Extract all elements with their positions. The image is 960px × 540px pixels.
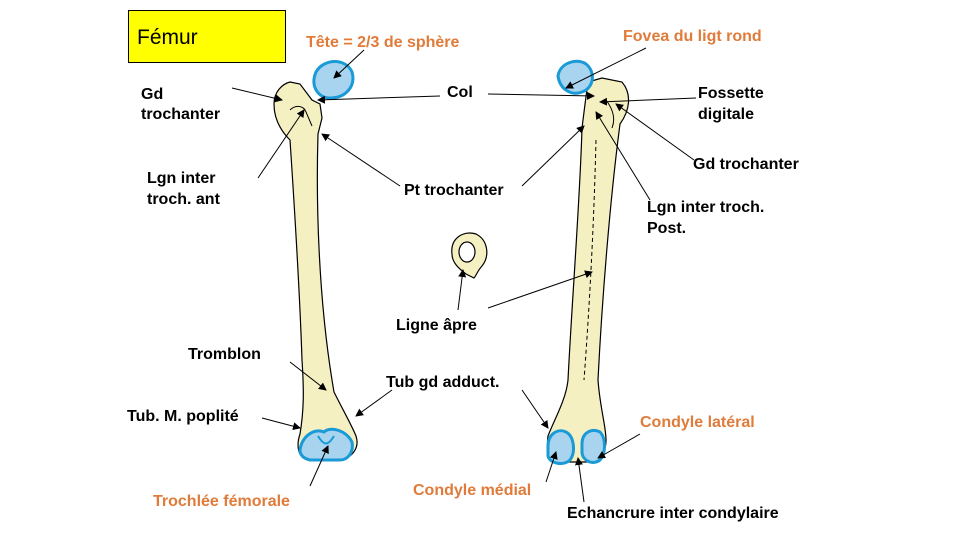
arrow-lgn-ant (257, 109, 305, 179)
femur-posterior-condyle-medial (546, 429, 575, 465)
arrow-trochlee (309, 445, 329, 487)
label-gd-trochanter-left-line1: Gd (141, 86, 164, 103)
label-tub-gd-adduct: Tub gd adduct. (386, 374, 500, 391)
label-gd-trochanter-left-line2: trochanter (141, 106, 221, 123)
arrow-gd-trochanter-left (231, 87, 283, 103)
label-echancrure: Echancrure inter condylaire (567, 505, 779, 522)
femur-anterior (273, 60, 358, 462)
arrow-ligne-apre-bone (487, 270, 593, 309)
femur-posterior-linea-aspera (583, 139, 597, 381)
pointer-lines (231, 47, 697, 503)
arrow-col-right (487, 91, 595, 100)
femur-anterior-head (312, 60, 355, 100)
label-tromblon: Tromblon (188, 346, 261, 363)
arrow-lgn-post (595, 111, 651, 201)
title-box: Fémur (128, 10, 286, 63)
arrow-condyle-lateral (597, 433, 641, 459)
label-col: Col (447, 84, 473, 101)
femur-posterior-bone (546, 77, 630, 463)
arrow-tub-gd-adduct-left (355, 389, 393, 417)
label-condyle-medial: Condyle médial (413, 482, 532, 499)
femur-posterior-condyle-lateral (580, 429, 606, 464)
label-lgn-inter-post-line2: Post. (647, 220, 687, 237)
label-trochlee: Trochlée fémorale (153, 493, 290, 510)
arrow-gd-trochanter-right (615, 103, 695, 161)
arrow-tub-gd-adduct-right (521, 389, 549, 429)
arrow-condyle-medial (545, 451, 558, 483)
femur-anterior-trochlea (298, 427, 354, 462)
label-ligne-apre: Ligne âpre (396, 317, 477, 334)
page-title: Fémur (137, 26, 198, 49)
femur-anterior-trochlea-groove (317, 435, 335, 445)
cross-section (451, 232, 488, 279)
label-fovea: Fovea du ligt rond (623, 28, 762, 45)
label-pt-trochanter: Pt trochanter (404, 182, 504, 199)
arrow-ligne-apre-ring (457, 269, 467, 311)
label-condyle-lateral: Condyle latéral (640, 414, 755, 431)
arrow-col-left (317, 95, 441, 104)
arrow-pt-trochanter-right (521, 125, 585, 187)
arrow-echancrure (574, 457, 585, 503)
label-lgn-inter-ant-line1: Lgn inter (147, 170, 216, 187)
label-tete: Tête = 2/3 de sphère (306, 34, 460, 51)
femur-posterior (546, 59, 630, 465)
label-lgn-inter-ant-line2: troch. ant (147, 191, 220, 208)
label-tub-popliteus: Tub. M. poplité (127, 408, 239, 425)
label-lgn-inter-post-line1: Lgn inter troch. (647, 199, 765, 216)
arrow-tub-popliteus (261, 417, 301, 431)
arrow-pt-trochanter-left (321, 133, 401, 187)
label-fossette-line1: Fossette (698, 85, 764, 102)
label-gd-trochanter-right: Gd trochanter (693, 156, 799, 173)
arrow-tromblon (289, 361, 327, 391)
arrow-tete (333, 49, 365, 79)
femur-anterior-bone (273, 81, 358, 461)
label-fossette-line2: digitale (698, 106, 755, 123)
arrow-fossette (599, 97, 697, 106)
arrow-fovea (565, 47, 647, 89)
femur-anterior-trochanter-line (289, 105, 313, 127)
